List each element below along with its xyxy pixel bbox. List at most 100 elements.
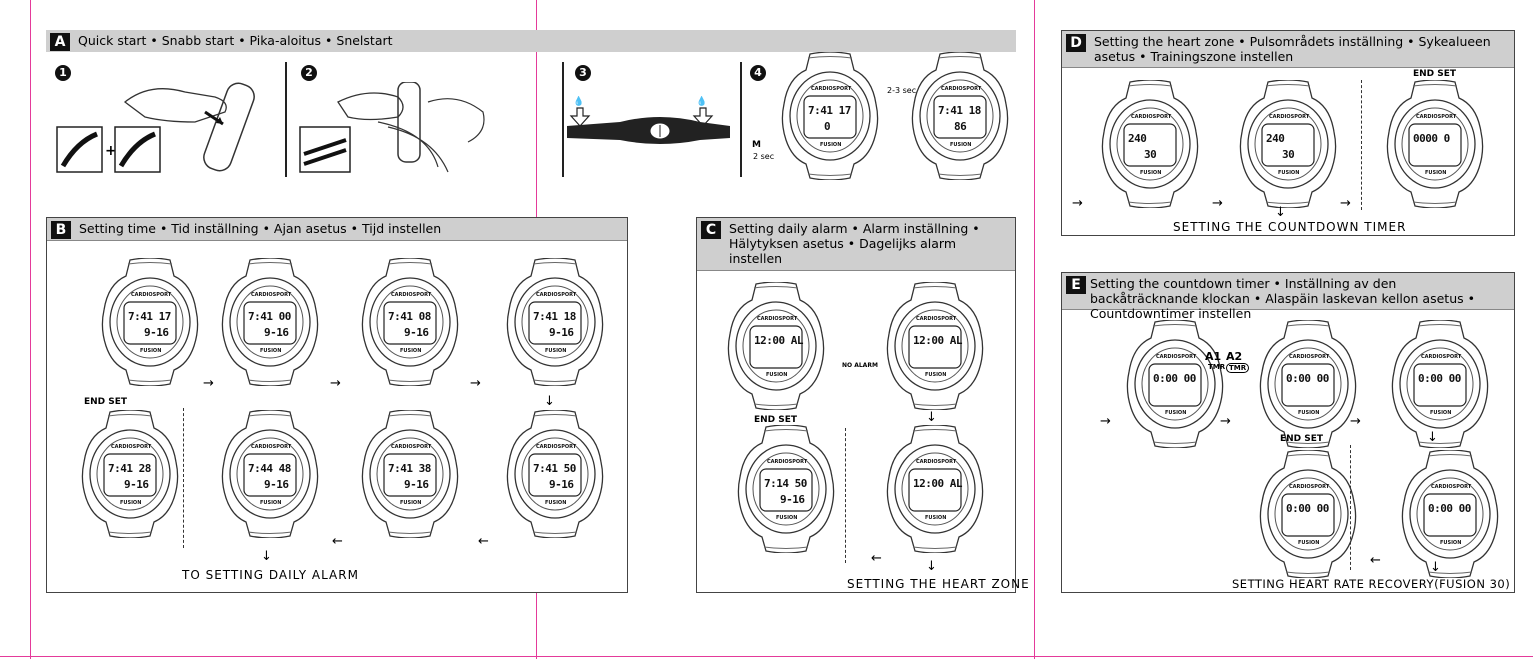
arrow-right: → <box>470 376 481 391</box>
lcd-line-2: 9-16 <box>404 478 429 491</box>
lcd-line-1: 240 <box>1266 132 1285 145</box>
svg-text:💧: 💧 <box>573 95 584 107</box>
lcd-line-2: 9-16 <box>549 478 574 491</box>
divider-dashed <box>183 408 184 548</box>
lcd-line-1: 0:00 00 <box>1153 372 1196 385</box>
divider-dashed <box>1361 80 1362 210</box>
panel-title: Setting time • Tid inställning • Ajan as… <box>79 221 442 236</box>
arrow-left: ← <box>332 534 343 549</box>
lcd-line-1: 7:44 48 <box>248 462 291 475</box>
lcd-line-2: 9-16 <box>549 326 574 339</box>
watch-brand: CARDIOSPORT <box>131 292 172 298</box>
arrow-right: → <box>203 376 214 391</box>
lcd-line-1: 12:00 AL <box>754 334 803 347</box>
lcd-line-2: 9-16 <box>264 326 289 339</box>
panel-letter: A <box>50 33 70 51</box>
watch-brand: CARDIOSPORT <box>767 459 808 465</box>
arrow-down: ↓ <box>544 394 555 409</box>
chest-strap-illustration: 💧 💧 <box>567 95 730 144</box>
watch-brand: CARDIOSPORT <box>1421 354 1462 360</box>
divider <box>285 62 287 177</box>
svg-text:+: + <box>105 143 117 159</box>
divider-dashed <box>1350 445 1351 570</box>
lcd-line-1: 0:00 00 <box>1418 372 1461 385</box>
step-number: 1 <box>55 65 71 81</box>
lcd-line-2: 86 <box>954 120 967 133</box>
a2-label: A2 <box>1226 350 1243 363</box>
no-alarm-label: NO ALARM <box>842 362 878 369</box>
panel-letter: D <box>1066 34 1086 52</box>
panel-caption: TO SETTING DAILY ALARM <box>182 568 359 582</box>
lcd-line-1: 240 <box>1128 132 1147 145</box>
step-number: 3 <box>575 65 591 81</box>
panel-letter: E <box>1066 276 1086 294</box>
panel-title: Setting daily alarm • Alarm inställning … <box>729 221 980 266</box>
watch-model: FUSION <box>1298 540 1320 546</box>
arrow-right: → <box>330 376 341 391</box>
arrow-right: → <box>1220 414 1231 429</box>
arrow-right: → <box>1100 414 1111 429</box>
watch-c1: CARDIOSPORT 12:00 AL FUSION <box>726 281 826 411</box>
lcd-line-2: 9-16 <box>404 326 429 339</box>
watch-brand: CARDIOSPORT <box>941 86 982 92</box>
watch-brand: CARDIOSPORT <box>1431 484 1472 490</box>
watch-model: FUSION <box>1278 170 1300 176</box>
watch-brand: CARDIOSPORT <box>811 86 852 92</box>
watch-brand: CARDIOSPORT <box>251 292 292 298</box>
lcd-line-1: 0000 0 <box>1413 132 1450 145</box>
watch-brand: CARDIOSPORT <box>111 444 152 450</box>
lcd-line-1: 7:41 17 <box>808 104 851 117</box>
watch-brand: CARDIOSPORT <box>1156 354 1197 360</box>
lcd-line-2: 9-16 <box>780 493 805 506</box>
lcd-line-1: 7:41 08 <box>388 310 431 323</box>
watch-model: FUSION <box>545 348 567 354</box>
watch-model: FUSION <box>1140 170 1162 176</box>
lcd-line-1: 7:14 50 <box>764 477 807 490</box>
panel-caption: SETTING HEART RATE RECOVERY(FUSION 30) <box>1232 577 1511 591</box>
panel-letter: C <box>701 221 721 239</box>
lcd-line-1: 7:41 17 <box>128 310 171 323</box>
watch-model: FUSION <box>260 500 282 506</box>
panel-title: Setting the heart zone • Pulsområdets in… <box>1094 34 1491 64</box>
strap-connect-illustration <box>299 82 485 173</box>
watch-brand: CARDIOSPORT <box>536 292 577 298</box>
arrow-down: ↓ <box>1430 560 1441 575</box>
arrow-down: ↓ <box>261 549 272 564</box>
watch-model: FUSION <box>400 500 422 506</box>
watch-brand: CARDIOSPORT <box>391 292 432 298</box>
arrow-right: → <box>1072 196 1083 211</box>
watch-model: FUSION <box>1165 410 1187 416</box>
watch-model: FUSION <box>766 372 788 378</box>
panel-title: Quick start • Snabb start • Pika-aloitus… <box>78 33 393 48</box>
lcd-line-1: 7:41 50 <box>533 462 576 475</box>
lcd-line-2: 9-16 <box>264 478 289 491</box>
watch-brand: CARDIOSPORT <box>1269 114 1310 120</box>
panel-caption: SETTING THE COUNTDOWN TIMER <box>1173 220 1407 234</box>
watch-brand: CARDIOSPORT <box>757 316 798 322</box>
lcd-line-1: 0:00 00 <box>1286 502 1329 515</box>
arrow-right: → <box>1350 414 1361 429</box>
lcd-line-2: 0 <box>824 120 831 133</box>
end-set-label: END SET <box>1280 434 1324 444</box>
step-number: 2 <box>301 65 317 81</box>
watch-brand: CARDIOSPORT <box>391 444 432 450</box>
watch-model: FUSION <box>776 515 798 521</box>
panel-title: Setting the countdown timer • Inställnin… <box>1090 276 1475 321</box>
lcd-line-1: 12:00 AL <box>913 334 962 347</box>
end-set-label: END SET <box>84 397 128 407</box>
watch-brand: CARDIOSPORT <box>916 316 957 322</box>
a1-label: A1 <box>1205 350 1222 363</box>
lcd-line-1: 7:41 38 <box>388 462 431 475</box>
arrow-right: → <box>1340 196 1351 211</box>
watch-brand: CARDIOSPORT <box>251 444 292 450</box>
